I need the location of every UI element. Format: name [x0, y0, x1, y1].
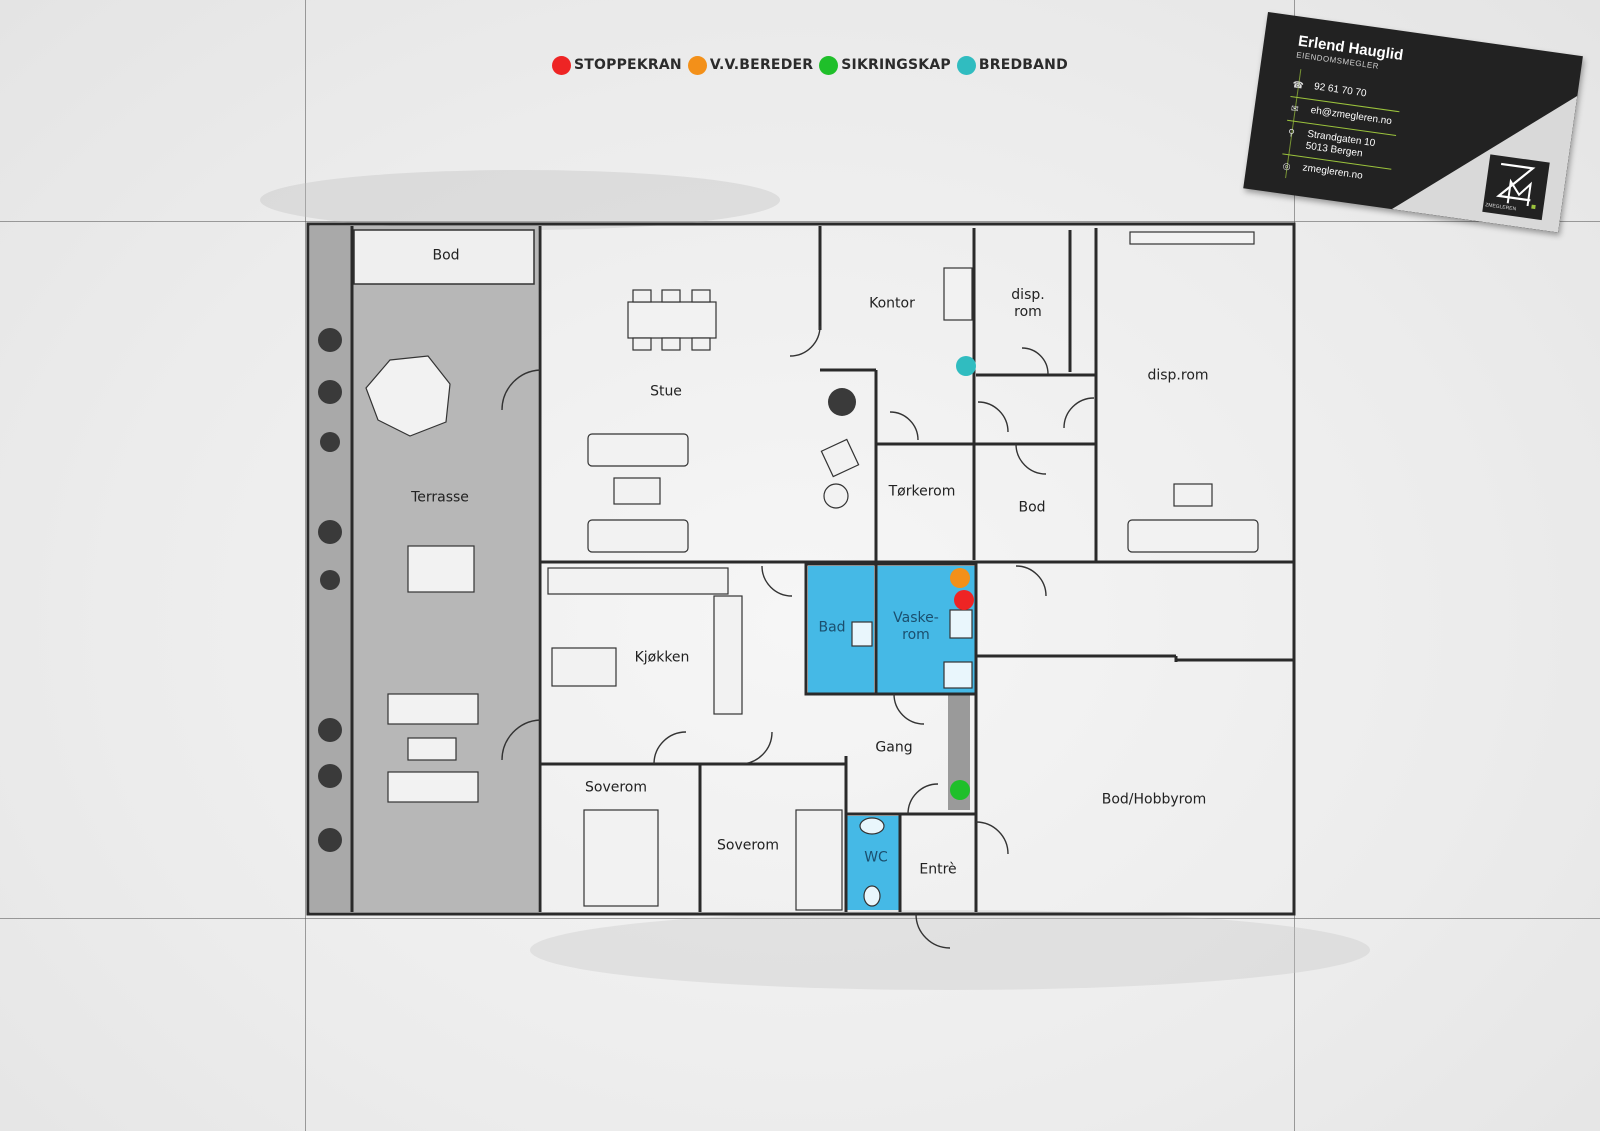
legend-label: V.V.BEREDER [709, 57, 814, 73]
walls [306, 222, 1296, 916]
room-label-bod-mid: Bod [1018, 499, 1046, 516]
logo-mark-icon [1495, 162, 1536, 210]
room-label-bod: Bod [432, 247, 460, 264]
stoppekran-marker [954, 590, 974, 610]
legend-item-stoppekran: STOPPEKRAN [552, 55, 682, 75]
globe-icon: ◎ [1282, 160, 1292, 172]
legend-label: BREDBAND [978, 57, 1068, 73]
room-label-bad: Bad [818, 619, 846, 636]
plants [318, 328, 856, 852]
bod-top-area [353, 229, 535, 285]
room-label-terrasse: Terrasse [411, 489, 469, 506]
legend-item-vvbereder: V.V.BEREDER [687, 55, 814, 75]
room-label-line: rom [902, 627, 930, 643]
sikringskap-marker [950, 780, 970, 800]
vvbereder-dot [687, 55, 707, 75]
guide-line-left [305, 0, 306, 1131]
room-label-stue: Stue [650, 383, 682, 400]
guide-line-bottom [0, 918, 1600, 919]
vvbereder-marker [950, 568, 970, 588]
sikringskap-dot [819, 55, 839, 75]
room-label-line: disp. [1011, 287, 1045, 303]
mail-icon: ✉ [1290, 103, 1300, 115]
phone-icon: ☎ [1291, 79, 1305, 91]
legend-label: STOPPEKRAN [574, 57, 682, 73]
room-label-torkerom: Tørkerom [888, 483, 956, 500]
bredband-marker [956, 356, 976, 376]
room-label-disp-rom-small: disp. rom [1011, 287, 1044, 321]
room-label-wc: WC [864, 849, 888, 866]
room-label-kontor: Kontor [869, 295, 915, 312]
soft-shadows [260, 170, 1370, 990]
room-label-vaskerom: Vaske- rom [893, 610, 939, 644]
room-label-line: Vaske- [893, 610, 939, 626]
furniture [365, 231, 1259, 911]
location-icon: ⚲ [1287, 127, 1296, 138]
room-label-line: rom [1014, 304, 1042, 320]
room-label-disp-rom-large: disp.rom [1147, 367, 1209, 384]
room-label-gang: Gang [875, 739, 913, 756]
stoppekran-dot [552, 55, 571, 75]
legend-item-bredband: BREDBAND [956, 55, 1068, 75]
doors [501, 325, 1095, 949]
room-label-entre: Entrè [919, 861, 957, 878]
room-label-soverom-1: Soverom [584, 779, 648, 796]
room-label-soverom-2: Soverom [716, 837, 780, 854]
legend: STOPPEKRAN V.V.BEREDER SIKRINGSKAP BREDB… [552, 54, 1068, 76]
legend-item-sikringskap: SIKRINGSKAP [819, 55, 951, 75]
room-label-kjokken: Kjøkken [634, 649, 690, 666]
business-card: Erlend Hauglid EIENDOMSMEGLER ☎ 92 61 70… [1243, 12, 1583, 233]
legend-label: SIKRINGSKAP [841, 57, 951, 73]
room-label-bod-hobbyrom: Bod/Hobbyrom [1101, 791, 1207, 808]
bredband-dot [956, 55, 976, 75]
zmegleren-logo [1482, 154, 1550, 221]
guide-line-top [0, 221, 1600, 222]
